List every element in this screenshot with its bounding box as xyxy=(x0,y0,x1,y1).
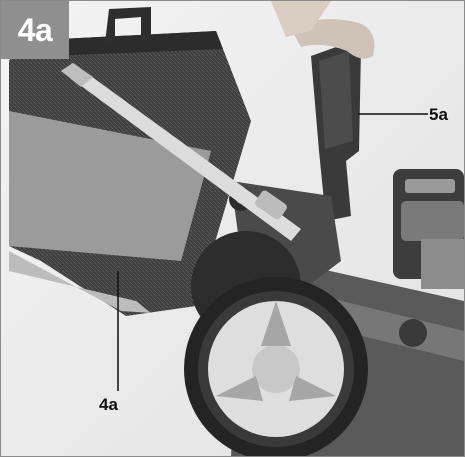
grass-catcher xyxy=(9,7,251,316)
handle-upright xyxy=(271,1,375,221)
handle-rod xyxy=(61,63,301,241)
catcher-handle xyxy=(105,7,151,43)
engine xyxy=(393,169,464,289)
callout-label-5a: 5a xyxy=(429,105,448,124)
step-badge: 4a xyxy=(1,1,69,59)
front-wheel xyxy=(184,277,368,456)
callout-label-4a: 4a xyxy=(99,395,118,414)
height-adjust-knob xyxy=(399,319,427,347)
